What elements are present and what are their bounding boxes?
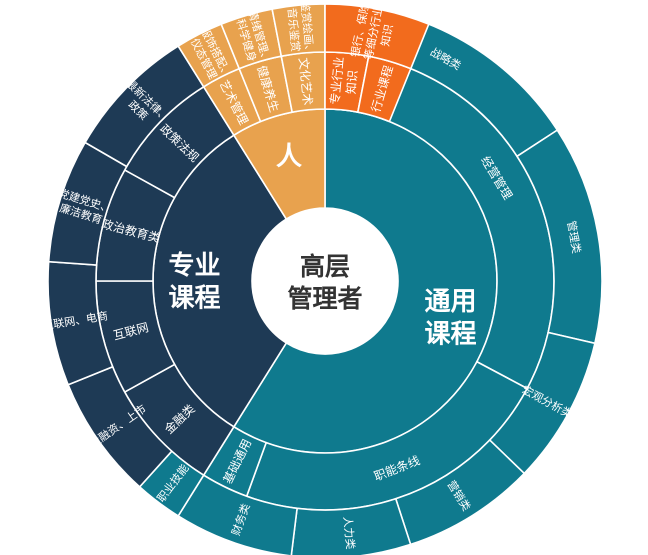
ring3-segment-14 [324,3,430,70]
ring2-label-10: 专业行业知识 [327,56,361,107]
ring3-label-1: 管理类 [564,220,584,255]
ring1-label-1: 专业课程 [168,251,220,313]
center-title-line1: 高层 [300,252,350,281]
ring1-label-0: 通用课程 [424,287,476,350]
ring3-label-4: 人力类 [341,516,358,550]
center-title-line2: 管理者 [287,284,362,313]
ring3-label-13: 鉴赏绘画、音乐鉴赏 [284,0,317,57]
segments-layer [47,3,603,555]
center-disc [252,208,398,354]
ring1-label-2: 人 [276,142,302,172]
ring2-label-9: 文化艺术 [296,57,316,106]
